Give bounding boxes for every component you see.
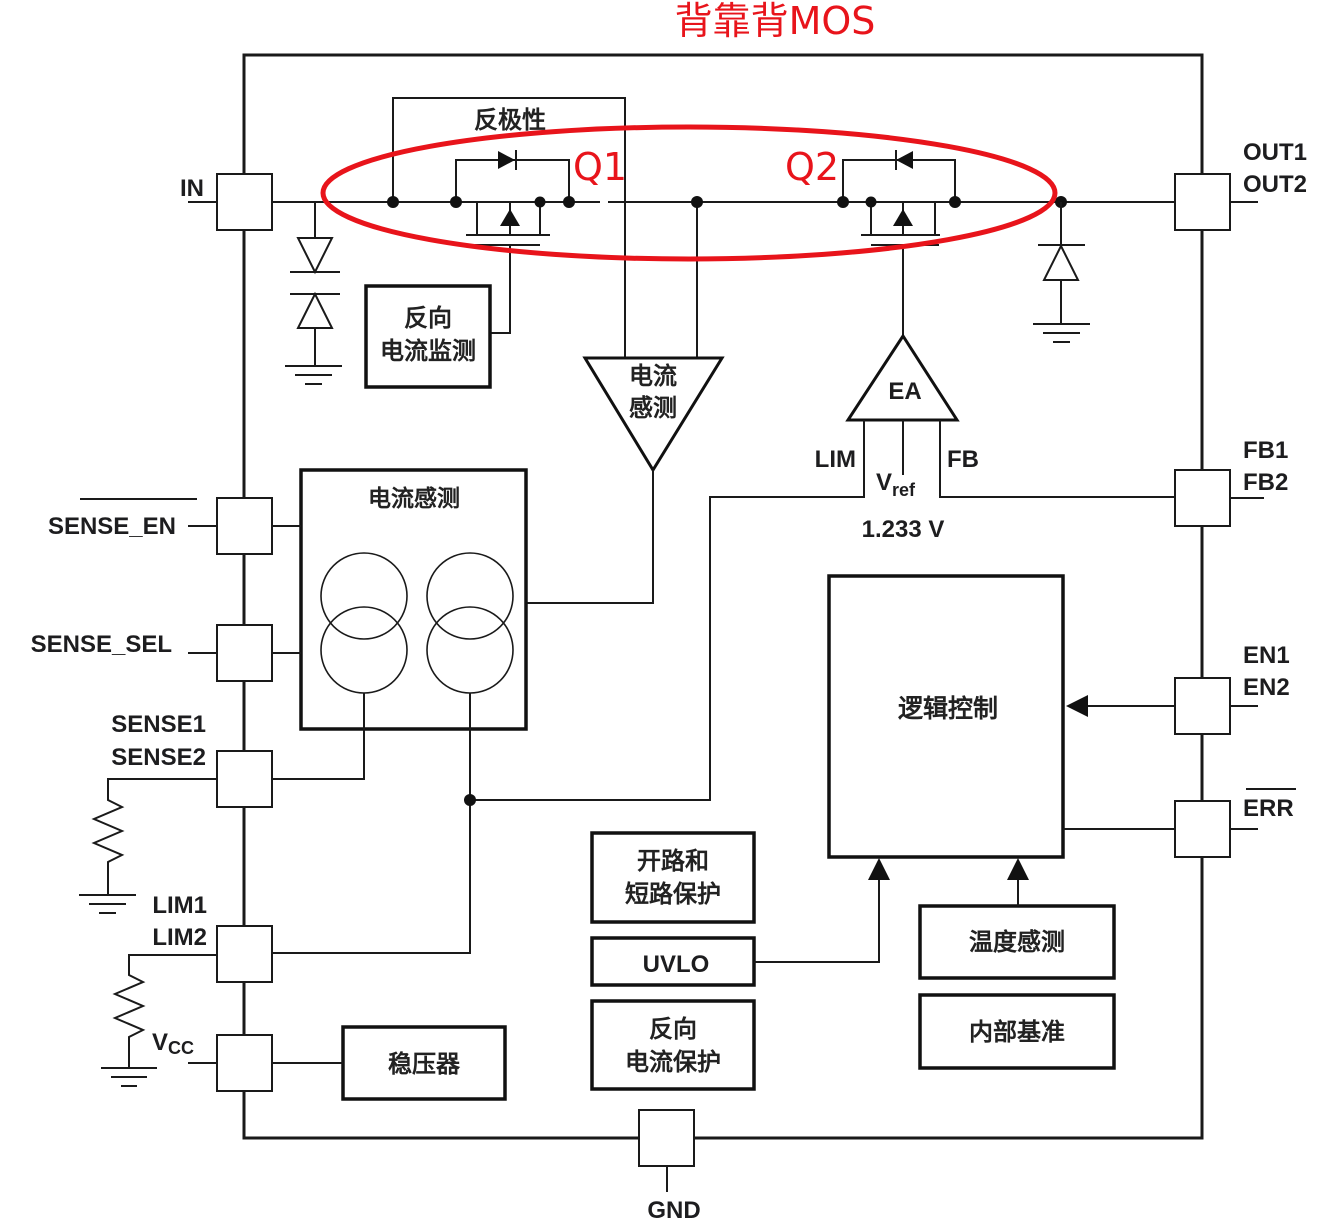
pin-fb[interactable] [1174,469,1231,527]
pin-gnd-label: GND [647,1197,700,1224]
pin-vcc[interactable] [216,1034,273,1092]
current-sense-amplifier[interactable] [582,356,725,473]
pin-sense-en[interactable] [216,497,273,555]
current-sense-amp-line1: 电流 [629,362,677,390]
ea-lim-label: LIM [815,446,856,473]
logic-control-label: 逻辑控制 [898,694,998,723]
open-short-protection-line2: 短路保护 [625,880,721,908]
open-short-protection-line1: 开路和 [637,847,709,875]
chip-boundary [242,53,1204,1140]
ea-fb-label: FB [947,446,979,473]
arrow-left-icon [1066,695,1088,717]
arrow-up-icon [868,858,890,880]
open-short-protection-block[interactable] [590,831,756,924]
pin-en1-label: EN1 [1243,642,1290,669]
pin-vcc-label: VCC [152,1029,194,1058]
pin-err-label: ERR [1243,795,1294,822]
pin-fb2-label: FB2 [1243,469,1288,496]
pin-in-label: IN [180,175,204,202]
mosfet-arrow-icon [893,209,913,226]
vref-label: Vref [876,469,916,500]
reverse-current-protection-block[interactable] [590,999,756,1091]
pin-lim[interactable] [216,925,273,983]
output-clamp-diode-icon [1033,202,1090,343]
pin-out1-label: OUT1 [1243,139,1307,166]
current-sense-block[interactable] [299,468,528,731]
error-amp-label: EA [888,378,921,405]
uvlo-block[interactable] [590,936,756,987]
reverse-current-monitor-line2: 电流监测 [380,337,476,365]
internal-reference-block[interactable] [918,993,1116,1070]
mosfet-arrow-icon [500,209,520,226]
reverse-current-monitor-line1: 反向 [404,304,452,332]
pin-fb1-label: FB1 [1243,437,1288,464]
pin-stubs [80,201,1296,1192]
pin-sense1-label: SENSE1 [111,711,206,738]
back-to-back-mos-highlight [320,124,1058,262]
reverse-current-protection-line2: 电流保护 [625,1048,721,1076]
q1-mosfet-symbol [387,150,575,334]
pin-sense-sel-label: SENSE_SEL [31,631,172,658]
temperature-sense-label: 温度感测 [969,928,1065,956]
pin-en2-label: EN2 [1243,674,1290,701]
internal-reference-label: 内部基准 [969,1018,1065,1046]
input-tvs-diode-icon [285,202,342,385]
pin-lim1-label: LIM1 [152,892,207,919]
reverse-current-monitor-block[interactable] [364,284,492,389]
pin-sense2-label: SENSE2 [111,744,206,771]
pin-lim2-label: LIM2 [152,924,207,951]
pin-en[interactable] [1174,677,1231,735]
pin-sense[interactable] [216,750,273,808]
pin-out[interactable] [1174,173,1231,231]
current-sense-block-label: 电流感测 [368,485,460,512]
pin-sense-en-label: SENSE_EN [48,513,176,540]
arrow-up-icon [1007,858,1029,880]
diagram-title: 背靠背MOS [675,0,876,43]
body-diode-icon [498,151,515,169]
vref-value: 1.233 V [862,516,945,543]
body-diode-icon [896,151,913,169]
polarity-label: 反极性 [474,106,546,134]
q1-label: Q1 [573,145,627,189]
pin-in[interactable] [216,173,273,231]
reverse-current-protection-line1: 反向 [649,1015,697,1043]
current-sense-amp-line2: 感测 [629,394,677,422]
pin-out2-label: OUT2 [1243,171,1307,198]
pin-err[interactable] [1174,800,1231,858]
q2-label: Q2 [785,145,839,189]
regulator-block[interactable] [341,1025,507,1101]
pin-gnd[interactable] [638,1109,695,1167]
regulator-label: 稳压器 [388,1050,461,1078]
limit-resistor-icon [101,954,217,1087]
pin-sense-sel[interactable] [216,624,273,682]
logic-control-block[interactable] [827,574,1065,859]
sense-resistor-icon [79,778,217,914]
uvlo-label: UVLO [643,951,710,978]
